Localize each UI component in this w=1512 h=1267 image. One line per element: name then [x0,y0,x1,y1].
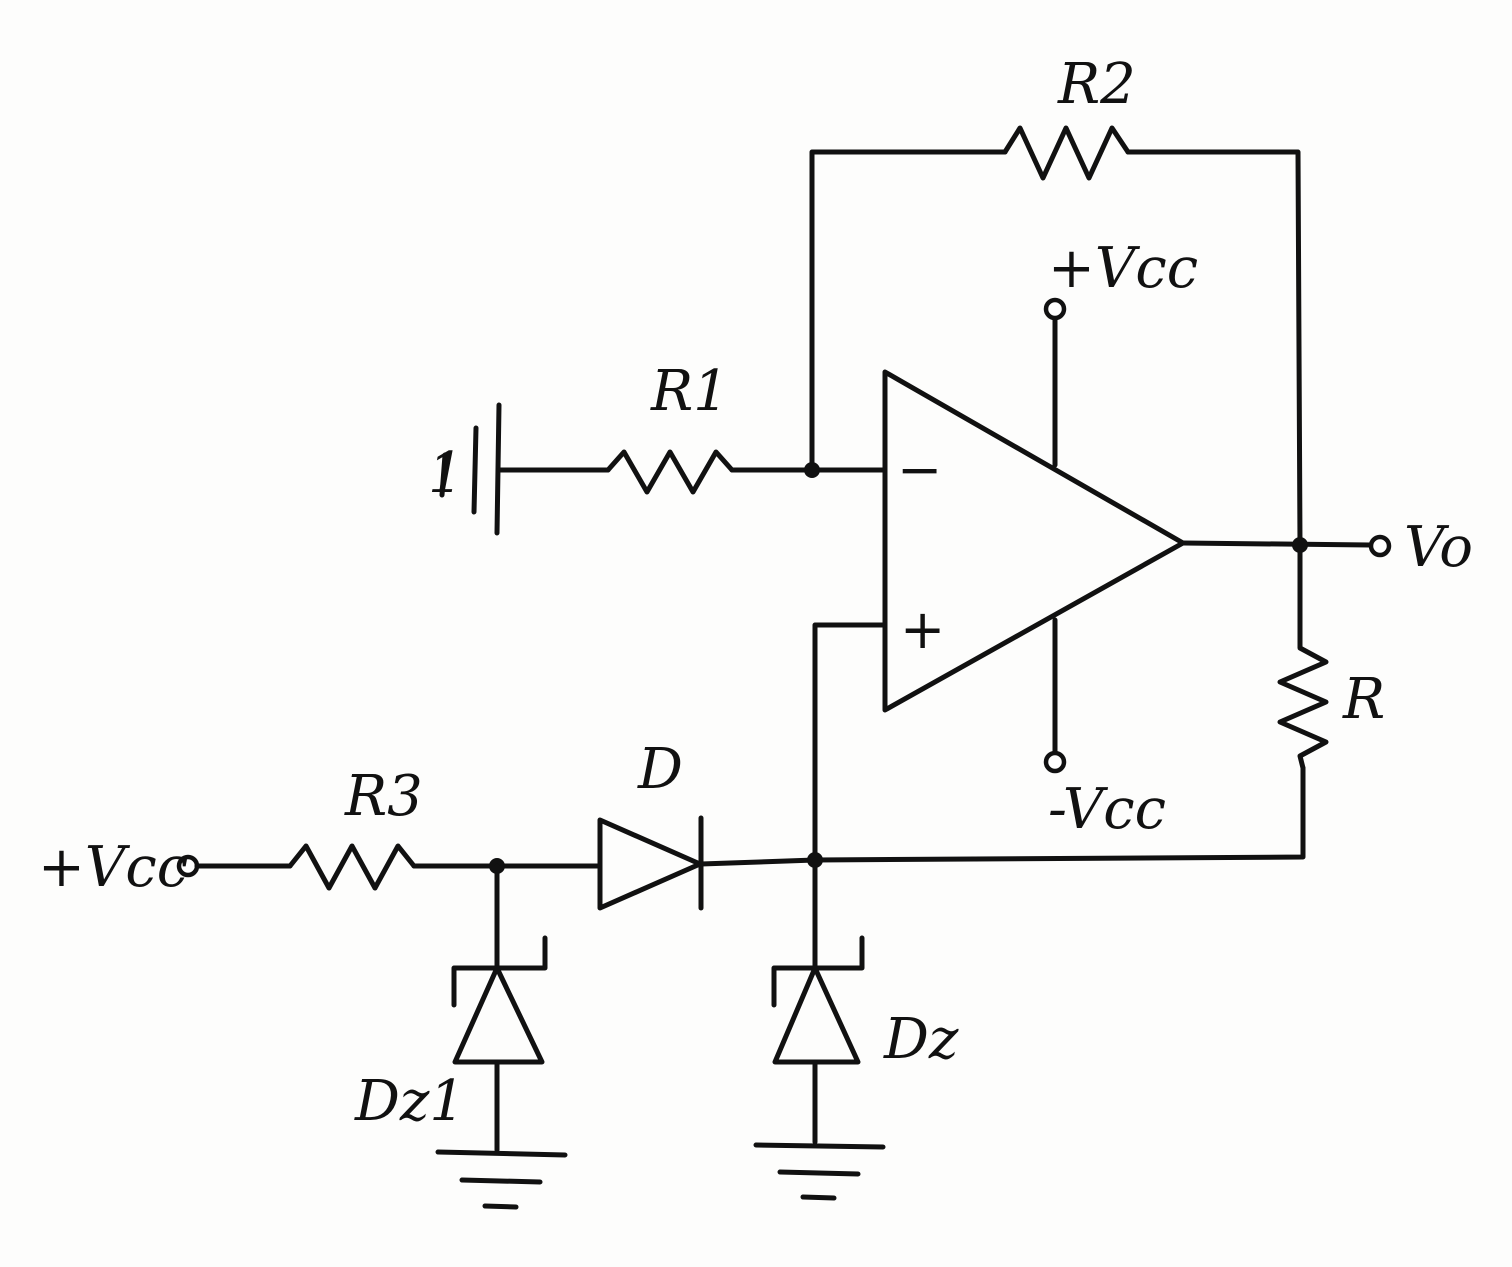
ground-plate-short [439,452,448,498]
ground-bar-dz1-top [435,1149,568,1158]
ground-bar-dz-mid [777,1169,861,1177]
reference-path: +Vcc [38,815,823,911]
supply-terminal-positive [1043,297,1067,321]
resistor-r [1277,632,1329,771]
resistor-r1-label: R1 [650,359,729,424]
zener-dz1-label: Dz1 [354,1069,465,1134]
zener-cathode-bar-dz [771,935,865,1008]
ground-plate-mid [471,425,479,515]
feedback-path [809,125,1303,548]
ground-bar-dz-bot [800,1194,837,1201]
output-label: Vo [1404,515,1473,580]
inverting-input-path [439,402,888,536]
output-path: Vo R [812,515,1473,863]
supply-label-negative: -Vcc [1048,777,1166,842]
plus-input-sign: + [900,598,945,661]
zener-dz [772,965,861,1065]
ground-bar-dz-top [753,1142,886,1150]
supply-terminal-negative [1043,750,1067,774]
minus-input-sign: − [897,438,942,501]
supply-label-positive: +Vcc [1048,236,1198,301]
vcc-input-label: +Vcc [38,835,188,900]
zener-dz-branch: Dz [753,857,959,1201]
diode-d-label: D [637,737,683,802]
ground-mark-label: 1 [428,441,464,506]
zener-dz-label: Dz [883,1007,959,1072]
op-amp-triangle [882,369,1186,713]
non-inverting-link [812,622,888,863]
resistor-r1 [605,449,735,495]
output-terminal [1368,534,1392,558]
diode-d [597,817,703,911]
op-amp: − + +Vcc -Vcc [882,236,1198,842]
zener-dz1 [452,965,545,1065]
resistor-r2-label: R2 [1057,52,1136,117]
ground-bar-dz1-mid [459,1177,543,1185]
resistor-r3 [287,843,417,891]
resistor-r-label: R [1342,667,1385,732]
resistor-r3-label: R3 [344,764,423,829]
zener-dz1-branch: Dz1 [354,863,568,1210]
resistor-r2 [1002,125,1131,181]
ground-bar-dz1-bot [482,1203,519,1210]
junction-node-inverting [804,462,820,478]
